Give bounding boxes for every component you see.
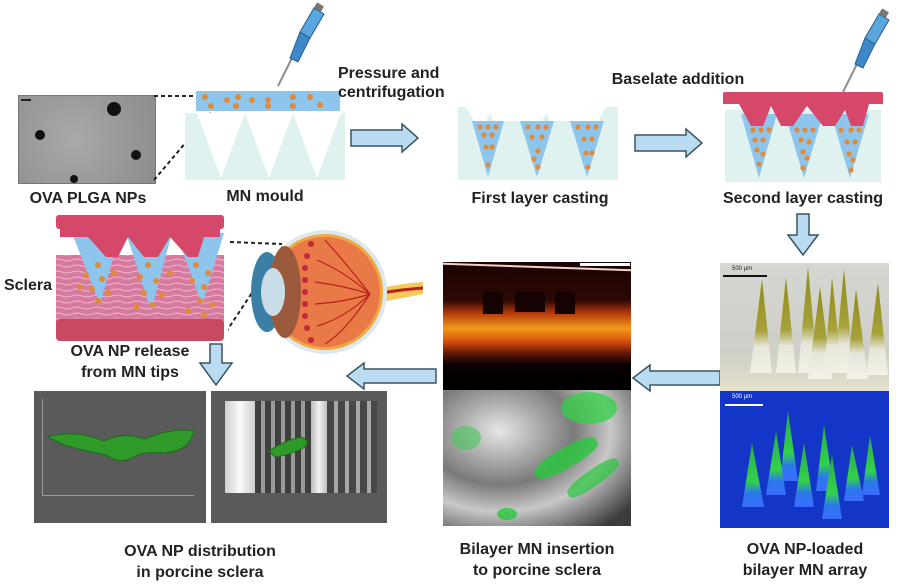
first-layer-casting-diagram: [458, 107, 618, 180]
label-array-line2: bilayer MN array: [742, 562, 868, 579]
mn-mould-diagram: [185, 113, 345, 180]
label-insertion-line2: to porcine sclera: [472, 562, 602, 579]
nanoparticle-dot: [131, 150, 141, 160]
label-sclera: Sclera: [3, 277, 53, 294]
second-layer-casting-diagram: [723, 92, 883, 182]
confocal-3d-render-right: [211, 391, 387, 523]
label-array-line1: OVA NP-loaded: [746, 541, 864, 558]
np-distribution-volume: [268, 436, 308, 458]
oct-mn-gap: [483, 292, 503, 314]
label-np-release-line1: OVA NP release: [70, 343, 190, 360]
tissue-column: [225, 401, 255, 493]
sclera-mn-diagram: [52, 215, 228, 341]
arrow-left-icon: [345, 361, 437, 391]
nanoparticle-dot: [35, 130, 45, 140]
tem-scale-bar: [21, 99, 31, 101]
oct-mn-gap: [555, 292, 575, 314]
tem-nanoparticle-image: [18, 95, 156, 184]
np-distribution-volume: [46, 429, 195, 461]
label-distribution-line2: in porcine sclera: [136, 564, 264, 581]
arrow-left-icon: [631, 363, 721, 393]
nanoparticles-in-solution: [202, 94, 323, 109]
nanoparticle-dot: [70, 175, 78, 183]
label-first-layer-casting: First layer casting: [471, 190, 609, 207]
oct-insertion-image: [443, 262, 631, 390]
confocal-insertion-image: [443, 390, 631, 526]
label-pressure-centrifugation: Pressure and centrifugation: [338, 65, 445, 101]
fluorescent-mn-array-image: 500 µm: [720, 391, 889, 528]
mn-needles-fluorescence: [742, 411, 880, 519]
axis-y: [42, 399, 43, 495]
label-distribution-line1: OVA NP distribution: [124, 543, 276, 560]
brightfield-scale-bar: [723, 275, 767, 277]
arrow-right-icon: [634, 127, 704, 159]
tissue-column: [327, 401, 377, 493]
pipette-icon: [842, 8, 890, 93]
arrow-down-icon: [198, 343, 234, 387]
brightfield-mn-array-image: 500 µm: [720, 263, 889, 391]
oct-mn-gap: [515, 292, 545, 312]
arrow-down-icon: [786, 213, 820, 257]
label-np-release-line2: from MN tips: [81, 364, 179, 381]
label-insertion-line1: Bilayer MN insertion: [459, 541, 615, 558]
pipette-icon: [277, 2, 325, 87]
label-baseplate-addition: Baselate addition: [611, 71, 745, 88]
label-ova-plga-nps: OVA PLGA NPs: [29, 190, 147, 207]
confocal-3d-render-left: [34, 391, 206, 523]
fluorescent-region: [561, 392, 617, 424]
arrow-right-icon: [350, 122, 420, 154]
tissue-column: [311, 401, 327, 493]
fluorescence-scale-bar: [725, 404, 763, 406]
eye-anatomy-illustration: [251, 230, 424, 354]
oct-scale-bar: [580, 263, 630, 266]
nanoparticle-dot: [107, 102, 121, 116]
fluorescence-scale-label: 500 µm: [732, 394, 753, 400]
label-mn-mould: MN mould: [226, 188, 304, 205]
axis-x: [42, 495, 194, 496]
mn-needles-brightfield: [750, 267, 888, 379]
label-second-layer-casting: Second layer casting: [722, 190, 884, 207]
fluorescent-region: [451, 426, 481, 450]
brightfield-scale-label: 500 µm: [732, 266, 753, 272]
fluorescent-region: [497, 508, 517, 520]
